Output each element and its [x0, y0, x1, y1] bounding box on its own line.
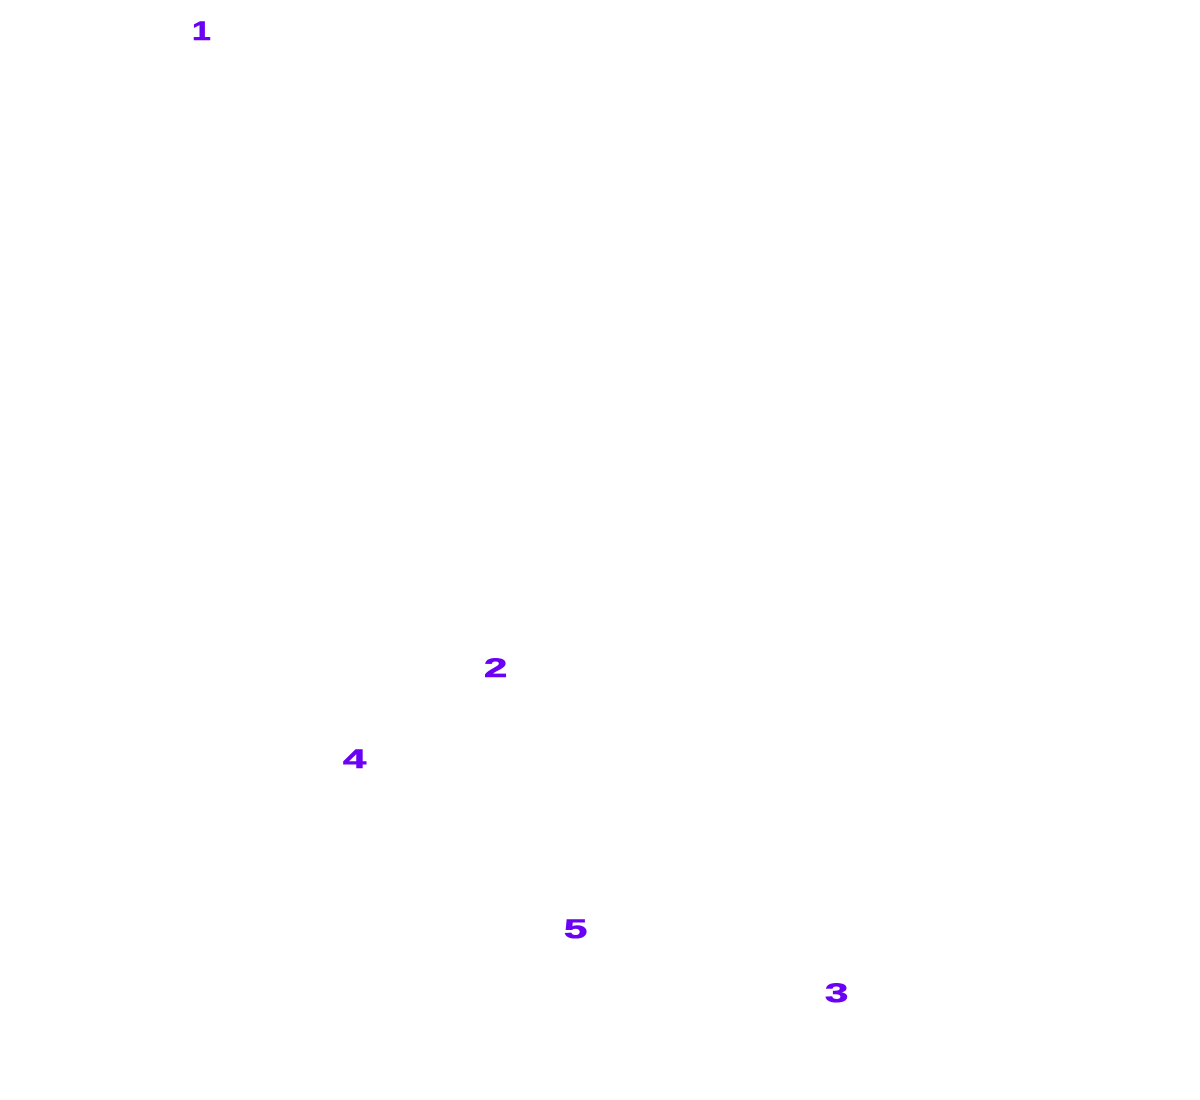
- marker-number-5: 5: [564, 914, 588, 944]
- marker-number-2: 2: [484, 653, 508, 683]
- marker-number-1: 1: [192, 16, 212, 46]
- marker-number-4: 4: [343, 744, 367, 774]
- marker-number-3: 3: [825, 978, 849, 1008]
